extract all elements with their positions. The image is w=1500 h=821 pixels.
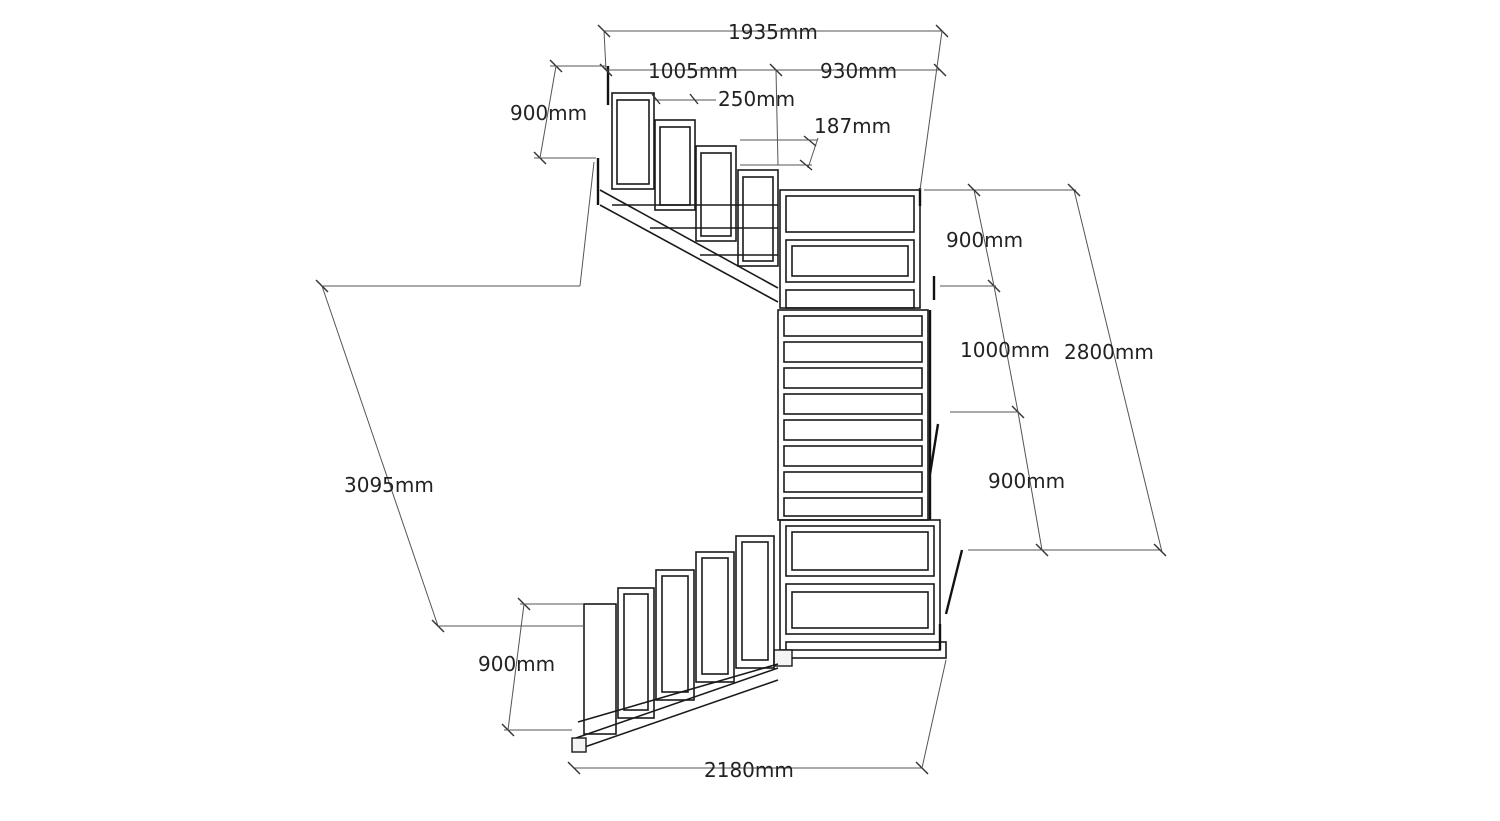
dim-upper-900-line — [539, 65, 557, 159]
lower-stringer-bottom — [575, 679, 779, 751]
dim-lower-900-line — [507, 603, 525, 731]
lower-step-1 — [583, 603, 617, 735]
middle-step-1 — [783, 315, 923, 337]
top-landing — [779, 188, 936, 309]
label-total-width: 1935mm — [728, 20, 818, 44]
middle-step-8 — [783, 497, 923, 517]
label-right-landing-bottom: 900mm — [988, 469, 1065, 493]
dimension-labels: 1935mm 1005mm 930mm 900mm 250mm 187mm 90… — [344, 20, 1154, 782]
bottom-landing-panel-1 — [785, 525, 935, 577]
middle-step-3 — [783, 367, 923, 389]
bottom-landing — [773, 519, 947, 667]
middle-step-6 — [783, 445, 923, 467]
upper-step-3-inner — [700, 152, 732, 237]
dim-right-900-bottom-line — [1017, 411, 1043, 551]
label-right-landing-top: 900mm — [946, 228, 1023, 252]
middle-flight — [777, 309, 932, 521]
upper-flight — [596, 66, 779, 303]
top-landing-panel-2-inner — [791, 245, 909, 277]
label-upper-landing-width: 930mm — [820, 59, 897, 83]
bottom-landing-panel-1-inner — [791, 531, 929, 571]
bottom-landing-outer — [779, 519, 941, 651]
upper-stringer-bottom — [599, 204, 779, 303]
label-right-total: 2800mm — [1064, 340, 1154, 364]
lower-stringer-top — [575, 667, 779, 739]
lower-step-5-inner — [741, 541, 769, 661]
upper-step-3 — [695, 145, 737, 242]
label-upper-flight-width: 900mm — [510, 101, 587, 125]
label-left-height: 3095mm — [344, 473, 434, 497]
lower-step-2-inner — [623, 593, 649, 711]
top-landing-panel-1 — [785, 195, 915, 233]
upper-step-2-inner — [659, 126, 691, 206]
dim-3095-line — [321, 285, 439, 627]
lower-crossbar — [577, 663, 779, 723]
middle-step-7 — [783, 471, 923, 493]
upper-step-1 — [611, 92, 655, 190]
label-riser-height: 187mm — [814, 114, 891, 138]
label-bottom-width: 2180mm — [704, 758, 794, 782]
dimension-lines — [315, 24, 1167, 775]
bottom-landing-panel-2 — [785, 583, 935, 635]
label-middle-flight: 1000mm — [960, 338, 1050, 362]
dim-right-900-top-line — [973, 189, 995, 287]
middle-step-4 — [783, 393, 923, 415]
upper-stringer-top — [599, 189, 779, 289]
middle-step-2 — [783, 341, 923, 363]
dim-1000-line — [993, 285, 1019, 413]
upper-step-4 — [737, 169, 779, 267]
dim-187-line — [807, 137, 819, 169]
top-landing-panel-3 — [785, 289, 915, 309]
lower-step-5 — [735, 535, 775, 669]
upper-step-4-inner — [742, 176, 774, 262]
lower-step-2 — [617, 587, 655, 719]
lower-stringer-foot — [571, 737, 587, 753]
lower-step-3-inner — [661, 575, 689, 693]
label-tread-depth: 250mm — [718, 87, 795, 111]
middle-step-5 — [783, 419, 923, 441]
upper-step-2 — [654, 119, 696, 211]
dim-2800-line — [1073, 189, 1163, 553]
lower-flight — [571, 535, 779, 753]
top-landing-panel-2 — [785, 239, 915, 283]
bottom-landing-panel-2-inner — [791, 591, 929, 629]
lower-step-4-inner — [701, 557, 729, 675]
lower-step-3 — [655, 569, 695, 701]
label-upper-run-width: 1005mm — [648, 59, 738, 83]
label-lower-flight-width: 900mm — [478, 652, 555, 676]
upper-step-1-inner — [616, 99, 650, 185]
